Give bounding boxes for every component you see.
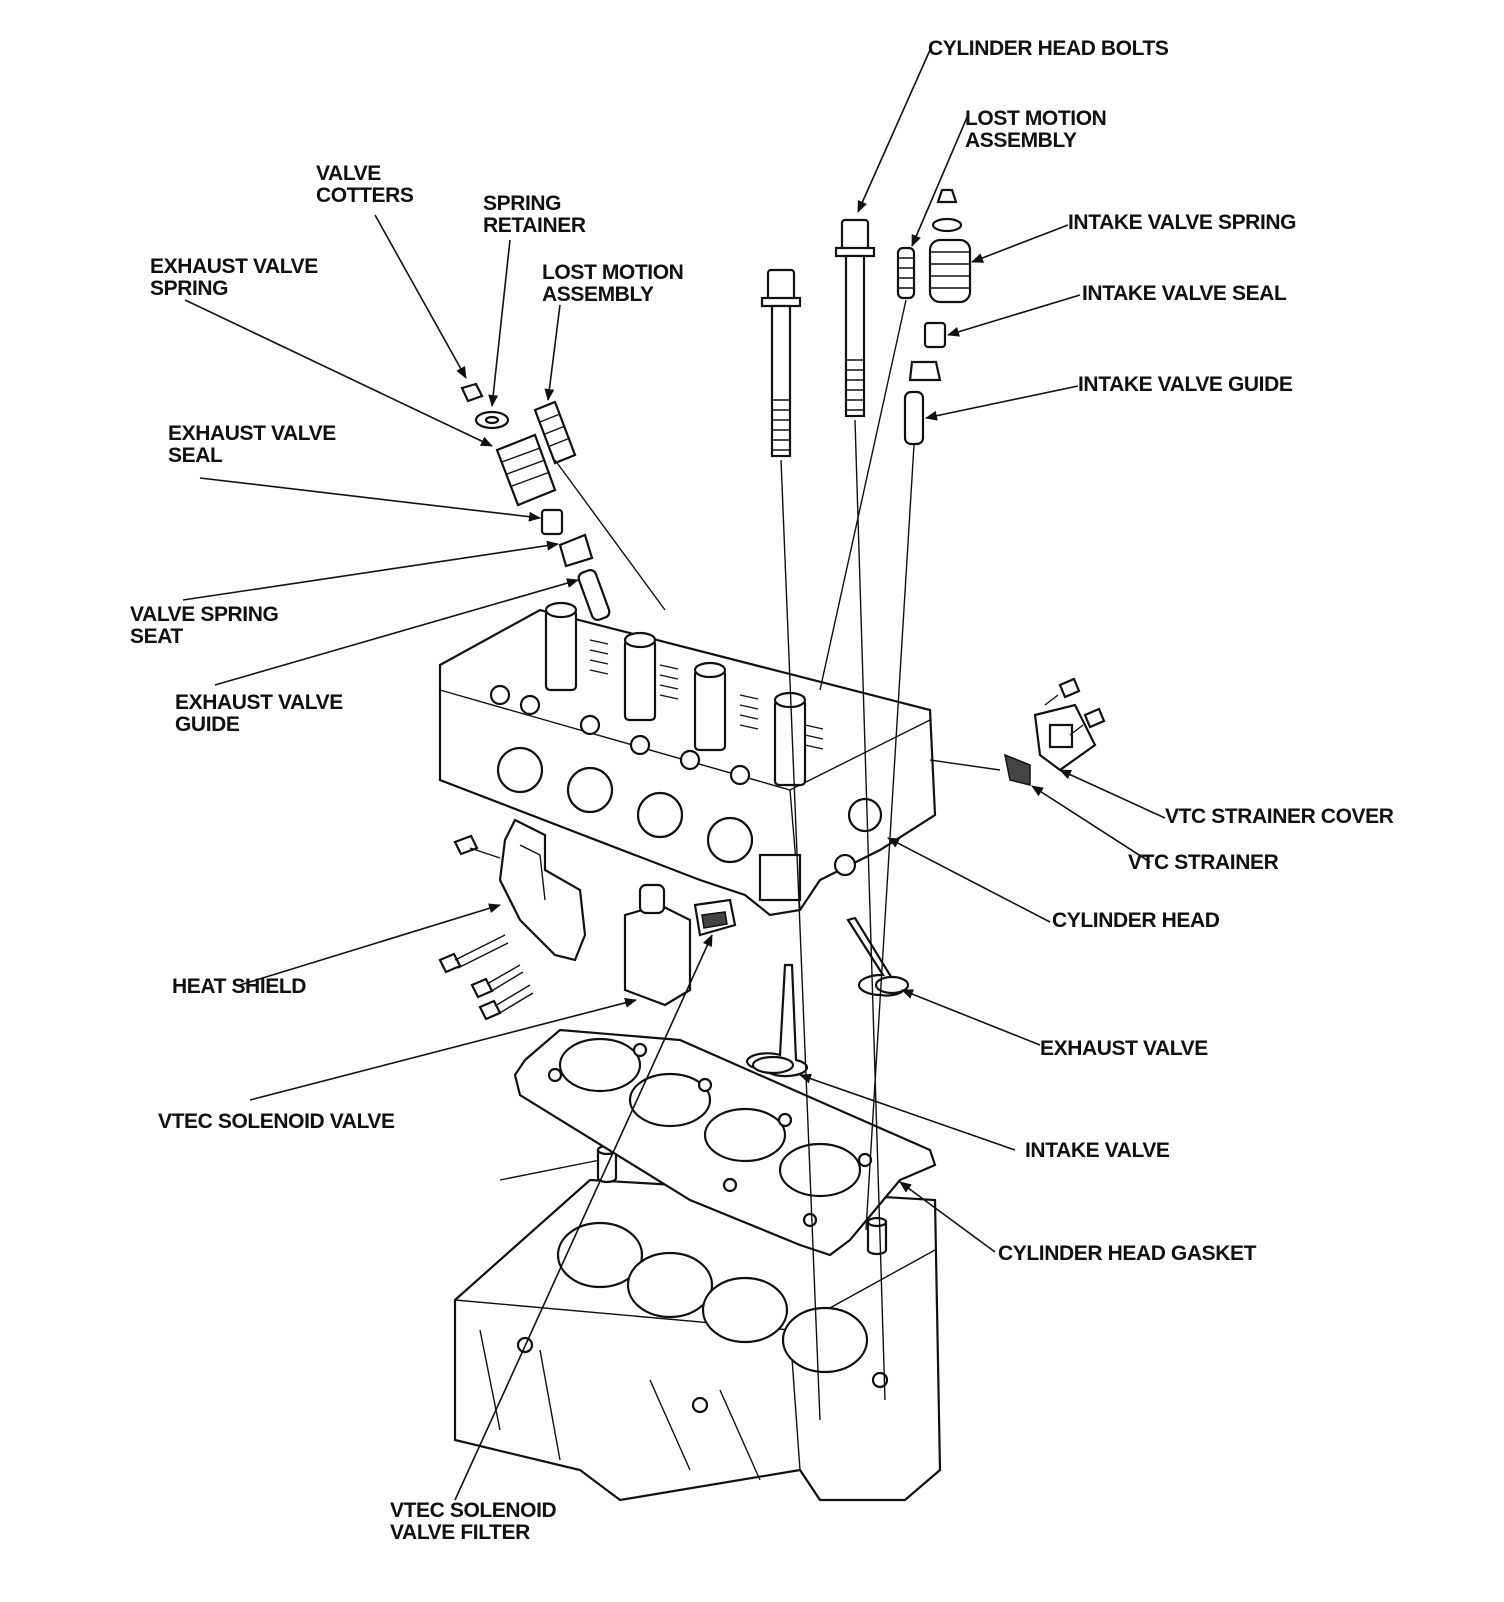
label-intake-valve-spring: INTAKE VALVE SPRING [1068, 211, 1297, 234]
label-exhaust-valve-guide: EXHAUST VALVE GUIDE [175, 691, 343, 736]
label-vtec-solenoid-valve-filter: VTEC SOLENOID VALVE FILTER [390, 1499, 557, 1544]
label-intake-valve-seal: INTAKE VALVE SEAL [1082, 282, 1287, 305]
label-valve-spring-seat: VALVE SPRING SEAT [130, 603, 279, 648]
label-cylinder-head-bolts: CYLINDER HEAD BOLTS [928, 37, 1169, 60]
head-bolts-drawing [760, 218, 876, 458]
label-exhaust-valve: EXHAUST VALVE [1040, 1037, 1208, 1060]
vtc-strainer-drawing [929, 677, 1106, 786]
label-cylinder-head: CYLINDER HEAD [1052, 909, 1220, 932]
label-valve-cotters: VALVE COTTERS [316, 162, 414, 207]
leader-lines [182, 49, 1166, 1501]
label-intake-valve: INTAKE VALVE [1025, 1139, 1170, 1162]
vtec-solenoid-drawing [623, 883, 737, 1007]
label-intake-valve-guide: INTAKE VALVE GUIDE [1078, 373, 1293, 396]
label-exhaust-valve-seal: EXHAUST VALVE SEAL [168, 422, 336, 467]
heat-shield-drawing [438, 818, 587, 1021]
label-exhaust-valve-spring: EXHAUST VALVE SPRING [150, 255, 318, 300]
label-cylinder-head-gasket: CYLINDER HEAD GASKET [998, 1242, 1257, 1265]
label-spring-retainer: SPRING RETAINER [483, 192, 586, 237]
label-lost-motion-assembly-left: LOST MOTION ASSEMBLY [542, 261, 684, 306]
label-vtec-solenoid-valve: VTEC SOLENOID VALVE [158, 1110, 395, 1133]
cylinder-head-drawing [438, 601, 937, 917]
intake-small-parts-drawing [896, 188, 972, 446]
label-vtc-strainer-cover: VTC STRAINER COVER [1165, 805, 1394, 828]
exhaust-small-parts-drawing [460, 382, 611, 621]
cylinder-head-gasket-drawing [513, 1028, 937, 1257]
engine-block [453, 1159, 942, 1502]
label-vtc-strainer: VTC STRAINER [1128, 851, 1279, 874]
valves-drawing [745, 916, 910, 1078]
label-lost-motion-assembly-right: LOST MOTION ASSEMBLY [965, 107, 1107, 152]
label-heat-shield: HEAT SHIELD [172, 975, 307, 998]
